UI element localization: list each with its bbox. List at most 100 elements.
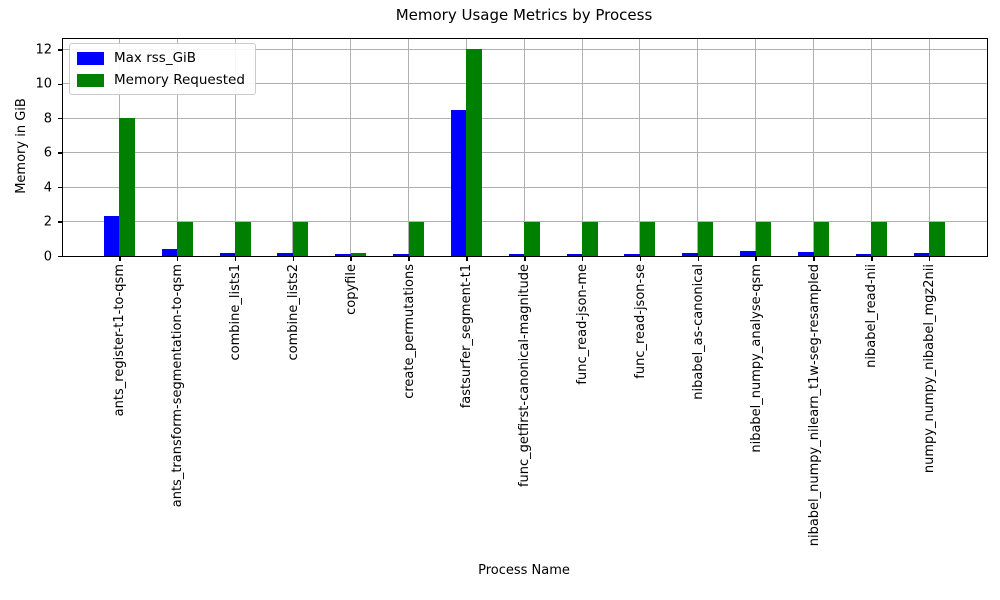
y-gridline <box>63 83 987 85</box>
bar-max-rss-gib <box>913 252 930 256</box>
x-gridline <box>928 39 930 256</box>
y-gridline <box>63 186 987 188</box>
bar-memory-requested <box>524 221 540 256</box>
x-gridline <box>234 39 236 256</box>
x-tick-label: nibabel_numpy_nilearn_t1w-seg-resampled <box>806 264 822 547</box>
y-tick-label: 6 <box>43 145 52 161</box>
x-tick-label: fastsurfer_segment-t1 <box>459 264 475 409</box>
bar-max-rss-gib <box>277 253 293 256</box>
bar-memory-requested <box>235 221 251 256</box>
x-tick-mark <box>292 256 295 261</box>
x-tick-label: combine_lists1 <box>228 264 243 361</box>
chart-title: Memory Usage Metrics by Process <box>395 6 653 24</box>
x-tick-mark <box>755 256 757 261</box>
x-tick-label: nibabel_as-canonical <box>690 264 706 400</box>
bar-max-rss-gib <box>798 251 814 256</box>
y-tick-mark <box>58 221 62 223</box>
y-gridline <box>63 221 987 223</box>
x-gridline <box>697 39 699 256</box>
x-tick-mark <box>581 256 584 261</box>
legend-entry: Memory Requested <box>77 72 245 88</box>
x-tick-mark <box>119 256 121 261</box>
x-tick-label: create_permutations <box>401 264 417 399</box>
bar-max-rss-gib <box>740 250 756 256</box>
legend-label: Max rss_GiB <box>114 50 197 66</box>
bar-memory-requested <box>871 221 887 256</box>
x-tick-mark <box>871 256 873 261</box>
x-tick-label: nibabel_numpy_analyse-qsm <box>748 264 764 453</box>
y-tick-label: 12 <box>35 42 52 58</box>
y-gridline <box>63 48 987 50</box>
y-tick-label: 10 <box>35 76 52 92</box>
bar-memory-requested <box>119 118 135 256</box>
bar-max-rss-gib <box>219 253 235 256</box>
y-tick-mark <box>58 255 62 258</box>
legend-swatch-max-rss-gib <box>77 51 104 65</box>
y-tick-mark <box>58 152 62 154</box>
y-gridline <box>63 152 987 154</box>
bar-memory-requested <box>350 252 367 256</box>
bar-max-rss-gib <box>103 215 120 256</box>
x-gridline <box>408 39 410 256</box>
x-tick-label: combine_lists2 <box>285 264 301 361</box>
x-tick-label: ants_transform-segmentation-to-qsm <box>170 264 186 508</box>
bar-max-rss-gib <box>335 253 351 256</box>
bar-max-rss-gib <box>508 253 525 256</box>
x-gridline <box>292 39 294 256</box>
x-tick-label: copyfile <box>343 264 359 315</box>
y-tick-mark <box>58 83 62 86</box>
bar-max-rss-gib <box>566 253 583 256</box>
legend-label: Memory Requested <box>114 72 245 88</box>
x-tick-mark <box>408 256 410 261</box>
x-tick-label: numpy_numpy_nibabel_mgz2nii <box>922 264 938 474</box>
bar-max-rss-gib <box>450 109 467 256</box>
bar-memory-requested <box>408 221 425 256</box>
bar-memory-requested <box>929 221 945 256</box>
x-tick-label: func_read-json-se <box>632 264 648 379</box>
bar-memory-requested <box>813 221 829 256</box>
legend: Max rss_GiB Memory Requested <box>69 43 256 95</box>
x-gridline <box>350 39 352 256</box>
bar-memory-requested <box>639 221 656 256</box>
x-tick-mark <box>697 256 700 261</box>
x-tick-label: ants_register-t1-to-qsm <box>112 264 128 417</box>
y-tick-mark <box>58 49 62 51</box>
x-gridline <box>813 39 814 256</box>
x-tick-mark <box>928 256 931 261</box>
x-tick-label: func_getfirst-canonical-magnitude <box>517 264 533 488</box>
plot-area <box>62 38 988 257</box>
bar-max-rss-gib <box>855 253 872 256</box>
y-tick-mark <box>58 186 62 189</box>
bar-max-rss-gib <box>624 253 640 256</box>
bar-max-rss-gib <box>161 248 178 256</box>
bar-memory-requested <box>697 221 714 256</box>
y-tick-mark <box>58 117 62 120</box>
x-gridline <box>581 39 583 256</box>
x-axis-label: Process Name <box>478 563 570 578</box>
x-tick-mark <box>813 256 815 261</box>
y-tick-label: 4 <box>43 180 52 196</box>
bar-memory-requested <box>292 221 309 256</box>
x-gridline <box>870 39 872 256</box>
x-tick-mark <box>639 256 642 261</box>
bar-memory-requested <box>466 49 482 256</box>
x-gridline <box>523 39 525 256</box>
bar-memory-requested <box>582 221 598 256</box>
bar-memory-requested <box>755 221 772 256</box>
x-tick-mark <box>524 256 526 261</box>
bar-max-rss-gib <box>682 252 698 256</box>
x-tick-label: nibabel_read-nii <box>864 264 880 368</box>
x-tick-mark <box>350 256 352 261</box>
y-gridline <box>63 117 987 119</box>
bar-memory-requested <box>177 221 193 256</box>
bar-max-rss-gib <box>393 253 409 256</box>
x-gridline <box>639 39 641 256</box>
x-gridline <box>755 39 757 256</box>
x-gridline <box>176 39 178 256</box>
x-tick-mark <box>176 256 179 261</box>
y-tick-label: 8 <box>43 111 52 127</box>
legend-entry: Max rss_GiB <box>77 50 245 66</box>
x-tick-mark <box>234 256 237 261</box>
x-tick-label: func_read-json-me <box>575 264 591 385</box>
